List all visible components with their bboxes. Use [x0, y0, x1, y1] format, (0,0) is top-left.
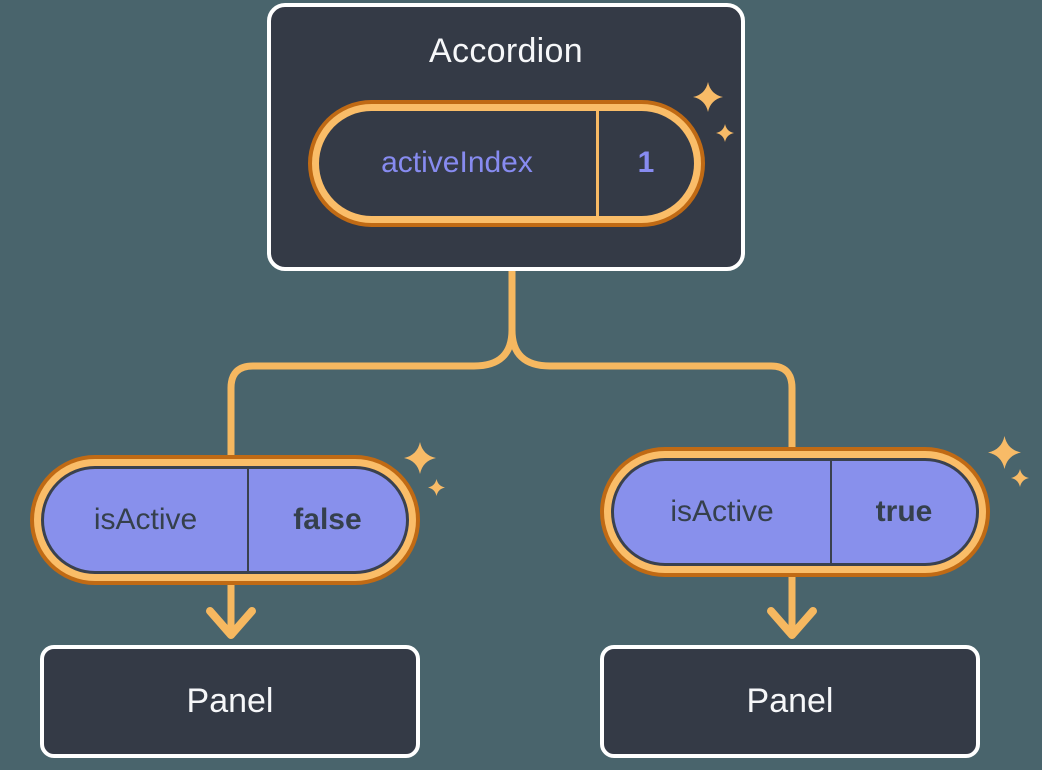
- prop-value: true: [875, 495, 933, 528]
- sparkle-icon: [693, 82, 723, 112]
- state-pill-inner-ring: activeIndex 1: [311, 103, 701, 223]
- prop-pill-inner-ring: isActive false: [34, 459, 416, 581]
- prop-name: isActive: [670, 495, 774, 528]
- branch-line-left: [227, 268, 516, 630]
- panel-box-left: Panel: [40, 645, 420, 758]
- sparkle-icon: [428, 479, 445, 496]
- arrow-down-icon: [206, 607, 256, 639]
- prop-pill-isactive-true: isActive true: [600, 447, 990, 577]
- state-pill-content: activeIndex 1: [318, 110, 694, 216]
- state-name: activeIndex: [381, 146, 533, 180]
- pill-divider: [830, 461, 832, 563]
- sparkle-icon: [988, 436, 1021, 469]
- prop-pill-isactive-false: isActive false: [30, 455, 420, 585]
- prop-name: isActive: [93, 503, 198, 536]
- pill-divider: [247, 469, 249, 571]
- branch-line-right: [508, 268, 796, 630]
- panel-box-right: Panel: [600, 645, 980, 758]
- accordion-title: Accordion: [429, 32, 583, 70]
- arrow-down-icon: [767, 607, 817, 639]
- prop-pill-inner-ring: isActive true: [604, 451, 986, 573]
- state-value: 1: [637, 146, 655, 180]
- sparkle-icon: [404, 442, 436, 474]
- sparkle-icon: [1011, 469, 1029, 487]
- pill-divider: [595, 110, 599, 216]
- sparkle-icon: [716, 124, 734, 142]
- state-pill-activeindex: activeIndex 1: [307, 99, 705, 227]
- accordion-box: Accordion activeIndex 1: [267, 3, 745, 271]
- prop-pill-content: isActive false: [41, 466, 409, 574]
- prop-value: false: [293, 503, 362, 536]
- prop-pill-content: isActive true: [611, 458, 979, 566]
